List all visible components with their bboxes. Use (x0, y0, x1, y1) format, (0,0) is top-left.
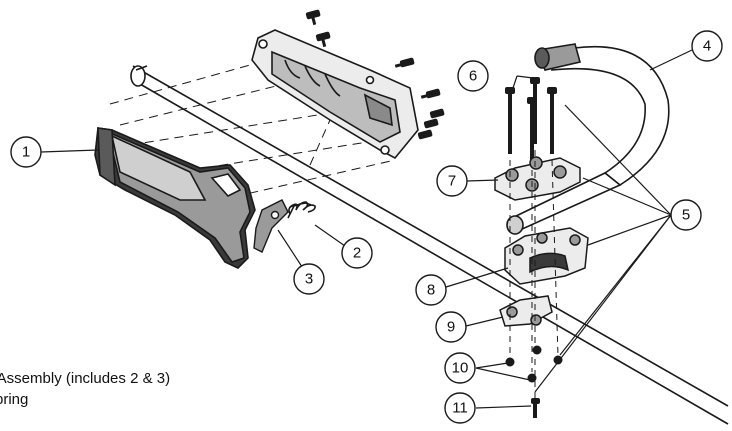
clamp-top (494, 156, 581, 201)
cover-screws (305, 9, 445, 140)
leader-lines (40, 49, 693, 409)
clamp-guide-lines (509, 150, 559, 400)
long-screws (505, 77, 557, 164)
handle-cover (251, 29, 419, 160)
throttle-trigger (253, 199, 289, 253)
callout-8: 8 (427, 282, 435, 299)
legend-caption-handle-assembly: g Assembly (includes 2 & 3) (0, 370, 171, 387)
legend-caption-spring: Spring (0, 391, 29, 408)
callout-5: 5 (682, 207, 690, 224)
callout-6: 6 (469, 68, 477, 85)
callout-3: 3 (305, 271, 313, 288)
callout-11: 11 (452, 400, 468, 417)
callout-9: 9 (447, 319, 455, 336)
callout-4: 4 (703, 38, 711, 55)
callout-2: 2 (353, 245, 361, 262)
callout-10: 10 (452, 360, 469, 377)
handle-grip (94, 127, 256, 269)
loop-handle (506, 43, 670, 235)
drive-shaft (130, 65, 729, 425)
clamp-bottom (504, 227, 589, 285)
callout-circles (10, 30, 723, 424)
callout-1: 1 (22, 144, 30, 161)
callout-7: 7 (448, 173, 456, 190)
clamp-plate (499, 295, 553, 327)
callout-labels: 1 2 3 4 5 6 7 8 9 10 11 (22, 38, 711, 417)
trigger-spring (287, 201, 316, 219)
